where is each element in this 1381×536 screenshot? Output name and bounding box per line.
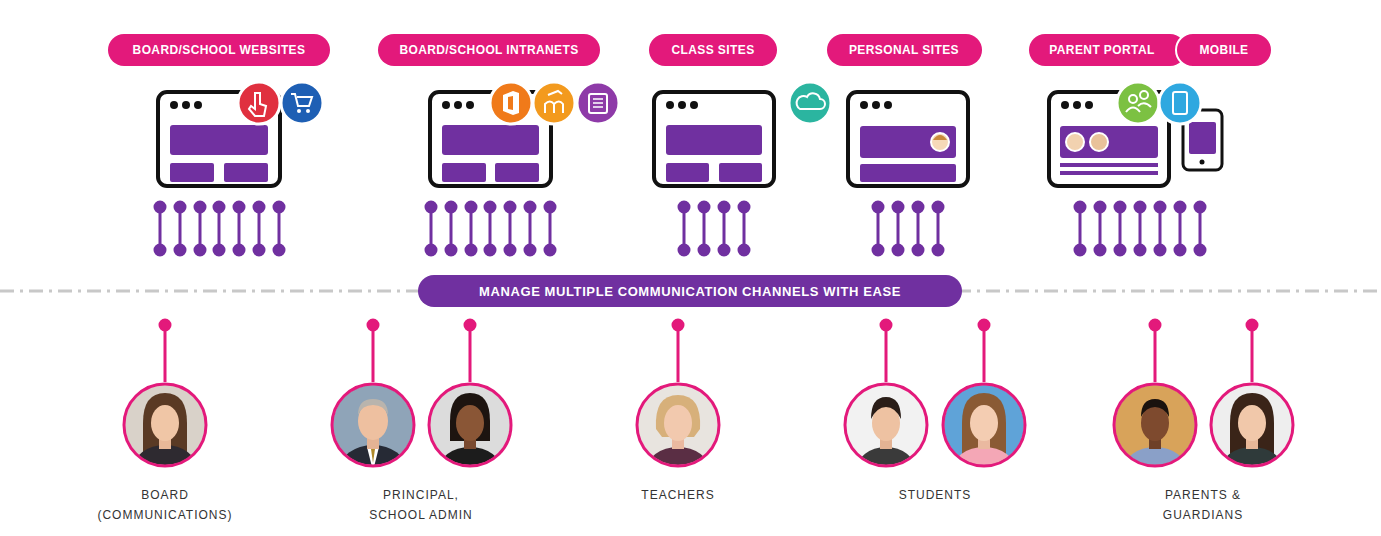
browser-icon <box>1049 92 1169 186</box>
audience-label: TEACHERS <box>603 485 753 505</box>
leader-lines <box>160 320 1257 382</box>
channel-pill: BOARD/SCHOOL INTRANETS <box>378 34 600 66</box>
node-text: PARENT PORTAL <box>1049 43 1154 57</box>
node-text: PERSONAL SITES <box>849 43 959 57</box>
portrait <box>328 380 418 497</box>
list-icon <box>577 82 619 124</box>
office-icon <box>490 82 532 124</box>
browser-icon <box>654 92 774 186</box>
audience-label: BOARD (COMMUNICATIONS) <box>90 485 240 525</box>
channel-pill: PERSONAL SITES <box>827 34 982 66</box>
audience-label: PARENTS & GUARDIANS <box>1147 485 1259 525</box>
people-icon <box>1117 82 1159 124</box>
browser-icon <box>848 92 968 186</box>
node-text: BOARD/SCHOOL INTRANETS <box>399 43 578 57</box>
portrait <box>1110 380 1200 495</box>
portrait <box>841 380 931 495</box>
cart-icon <box>281 82 323 124</box>
node-text: CLASS SITES <box>671 43 754 57</box>
connector-pins <box>155 202 1205 255</box>
mobile-icon <box>1159 82 1201 124</box>
channel-pill: CLASS SITES <box>649 34 777 66</box>
portrait <box>425 380 515 495</box>
channel-pill: MOBILE <box>1175 32 1273 68</box>
audience-label: STUDENTS <box>860 485 1010 505</box>
channel-pill: PARENT PORTAL <box>1029 34 1186 66</box>
cloud-icon <box>789 82 831 124</box>
channel-pill: BOARD/SCHOOL WEBSITES <box>108 34 330 66</box>
node-text: BOARD/SCHOOL WEBSITES <box>133 43 306 57</box>
portrait <box>120 380 210 493</box>
portrait <box>633 380 723 495</box>
portrait <box>939 380 1029 495</box>
click-icon <box>238 82 280 124</box>
node-text: MANAGE MULTIPLE COMMUNICATION CHANNELS W… <box>479 284 901 299</box>
portrait <box>1207 380 1297 495</box>
audience-label: PRINCIPAL, SCHOOL ADMIN <box>356 485 486 525</box>
node-text: MOBILE <box>1199 43 1248 57</box>
moodle-icon <box>533 82 575 124</box>
banner-band: MANAGE MULTIPLE COMMUNICATION CHANNELS W… <box>418 275 962 307</box>
